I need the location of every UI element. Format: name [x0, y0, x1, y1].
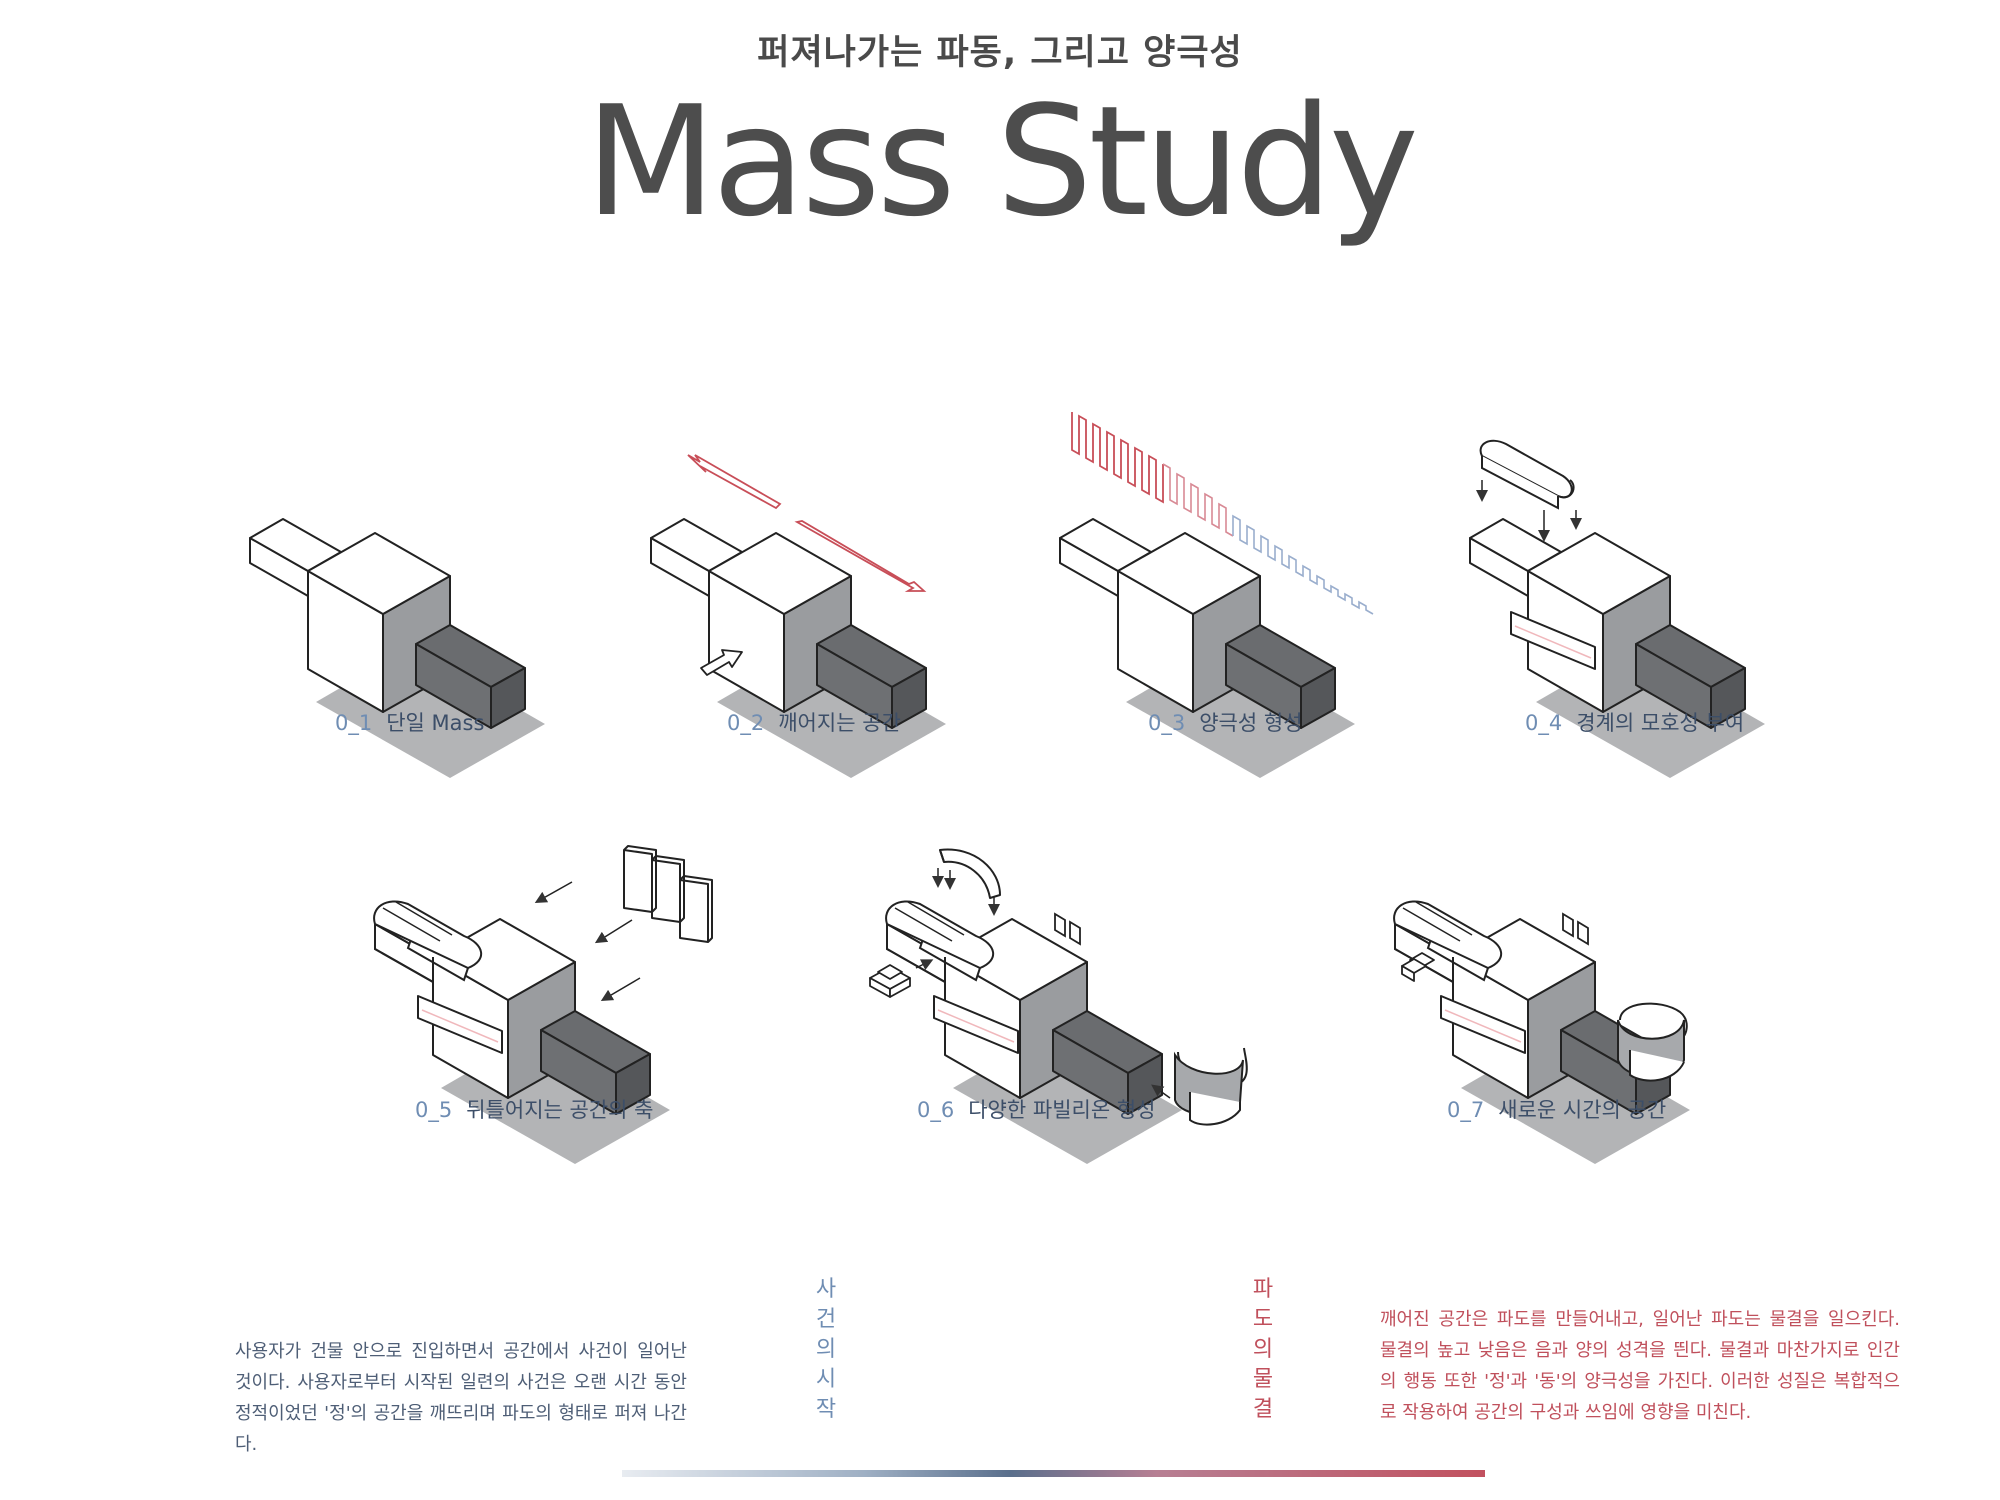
page-title: Mass Study — [585, 73, 1419, 250]
step-caption-5: 0_5 뒤틀어지는 공간의 축 — [415, 1094, 653, 1124]
roof-cylinder-piece — [1479, 439, 1575, 510]
gradient-bar — [622, 1470, 1485, 1477]
mass-diagram-2 — [650, 454, 947, 779]
mass-diagram-7 — [1393, 900, 1691, 1165]
step-label: 단일 Mass — [386, 711, 485, 735]
step-number: 0_4 — [1525, 711, 1563, 735]
mass-diagram-5 — [373, 845, 713, 1165]
step-label: 양극성 형성 — [1199, 711, 1303, 735]
step-number: 0_3 — [1148, 711, 1186, 735]
entry-arrow — [700, 649, 743, 676]
mass-diagram-1 — [249, 518, 546, 779]
ring-pavilion-7 — [1617, 1002, 1688, 1082]
vertical-char: 도 — [1252, 1307, 1274, 1332]
ring-pavilion — [1174, 1047, 1248, 1126]
step-caption-4: 0_4 경계의 모호성 부여 — [1525, 707, 1744, 737]
small-block-piece — [869, 964, 911, 998]
step-number: 0_2 — [727, 711, 765, 735]
mass-diagram-4 — [1469, 439, 1766, 779]
step-number: 0_5 — [415, 1098, 453, 1122]
step-number: 0_7 — [1447, 1098, 1485, 1122]
page-subtitle: 퍼져나가는 파동, 그리고 양극성 — [757, 33, 1243, 73]
step-caption-3: 0_3 양극성 형성 — [1148, 707, 1303, 737]
step-caption-2: 0_2 깨어지는 공간 — [727, 707, 901, 737]
step-label: 뒤틀어지는 공간의 축 — [466, 1098, 654, 1122]
vertical-heading-event: 사 건 의 시 작 — [811, 1275, 841, 1425]
mass-diagram-3 — [1059, 412, 1374, 779]
event-description: 사용자가 건물 안으로 진입하면서 공간에서 사건이 일어난 것이다. 사용자로… — [235, 1341, 687, 1455]
vertical-char: 의 — [815, 1337, 837, 1362]
step-label: 새로운 시간의 공간 — [1498, 1098, 1667, 1122]
curved-roof-piece — [939, 848, 1001, 899]
step-label: 경계의 모호성 부여 — [1576, 711, 1745, 735]
vertical-char: 작 — [815, 1397, 837, 1422]
vertical-char: 결 — [1252, 1397, 1274, 1422]
vertical-char: 건 — [815, 1307, 837, 1332]
vertical-char: 의 — [1252, 1337, 1274, 1362]
vertical-heading-wave: 파 도 의 물 결 — [1248, 1275, 1278, 1425]
step-caption-1: 0_1 단일 Mass — [335, 707, 484, 737]
step-label: 다양한 파빌리온 형성 — [968, 1098, 1156, 1122]
step-caption-7: 0_7 새로운 시간의 공간 — [1447, 1094, 1666, 1124]
vertical-char: 시 — [815, 1367, 837, 1392]
step-label: 깨어지는 공간 — [778, 711, 901, 735]
vertical-char: 사 — [815, 1277, 837, 1302]
wave-polarity — [1071, 412, 1164, 504]
vertical-char: 파 — [1252, 1277, 1274, 1302]
step-number: 0_1 — [335, 711, 373, 735]
vertical-char: 물 — [1252, 1367, 1274, 1392]
step-number: 0_6 — [917, 1098, 955, 1122]
step-caption-6: 0_6 다양한 파빌리온 형성 — [917, 1094, 1155, 1124]
wave-description: 깨어진 공간은 파도를 만들어내고, 일어난 파도는 물결을 일으킨다. 물결의… — [1380, 1309, 1900, 1423]
twisting-panels — [623, 845, 713, 943]
break-arrows-red — [687, 454, 927, 592]
mass-diagram-6 — [869, 848, 1248, 1165]
